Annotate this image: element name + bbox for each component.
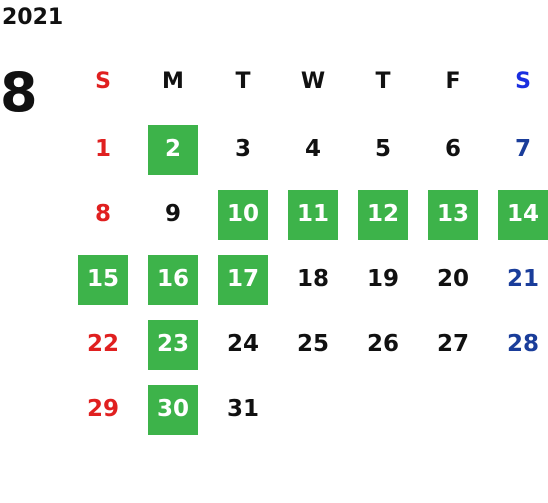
calendar-day-number: 28	[506, 331, 539, 357]
calendar-day-number: 11	[288, 189, 338, 240]
calendar-day-number	[498, 385, 548, 435]
calendar-day[interactable]: 20	[418, 247, 488, 312]
calendar-day-number: 5	[374, 136, 391, 162]
calendar-day[interactable]: 2	[138, 117, 208, 182]
calendar-day-number: 9	[164, 201, 181, 227]
calendar-day-number: 21	[506, 266, 539, 292]
calendar-day[interactable]: 11	[278, 182, 348, 247]
calendar-day[interactable]: 24	[208, 312, 278, 377]
calendar-month: 8	[0, 61, 38, 124]
calendar-day[interactable]: 15	[68, 247, 138, 312]
calendar-day[interactable]: 29	[68, 377, 138, 442]
weekday-mon: M	[162, 68, 184, 94]
calendar-day-number: 19	[366, 266, 399, 292]
calendar-day[interactable]: 25	[278, 312, 348, 377]
calendar-day	[418, 377, 488, 442]
calendar-day-number: 31	[226, 396, 259, 422]
calendar-day[interactable]: 26	[348, 312, 418, 377]
calendar-day[interactable]: 8	[68, 182, 138, 247]
weekday-tue: T	[235, 68, 251, 94]
calendar-day-number: 10	[218, 189, 268, 240]
calendar-day[interactable]: 18	[278, 247, 348, 312]
calendar-day[interactable]: 17	[208, 247, 278, 312]
calendar-day[interactable]: 9	[138, 182, 208, 247]
calendar-day-number: 29	[86, 396, 119, 422]
calendar-day-number: 4	[304, 136, 321, 162]
weekday-wed: W	[300, 68, 326, 94]
calendar-day[interactable]: 4	[278, 117, 348, 182]
calendar-day-number: 24	[226, 331, 259, 357]
calendar-day-number: 18	[296, 266, 329, 292]
calendar-day-number: 8	[94, 201, 111, 227]
calendar-day-number: 2	[148, 124, 198, 175]
calendar-day	[488, 377, 548, 442]
calendar-day-number: 13	[428, 189, 478, 240]
calendar-day-number: 15	[78, 254, 128, 305]
calendar-day	[348, 377, 418, 442]
calendar-day-number: 23	[148, 319, 198, 370]
calendar-day[interactable]: 30	[138, 377, 208, 442]
calendar-day[interactable]: 21	[488, 247, 548, 312]
calendar-day[interactable]: 27	[418, 312, 488, 377]
calendar-day-number: 16	[148, 254, 198, 305]
calendar-day-number: 3	[234, 136, 251, 162]
calendar-day-number: 17	[218, 254, 268, 305]
weekday-thu: T	[375, 68, 391, 94]
calendar-day	[278, 377, 348, 442]
weekday-sun: S	[95, 68, 111, 94]
calendar-day-number: 7	[514, 136, 531, 162]
calendar-day[interactable]: 7	[488, 117, 548, 182]
calendar-day[interactable]: 10	[208, 182, 278, 247]
calendar-day[interactable]: 22	[68, 312, 138, 377]
calendar-day-number	[428, 385, 478, 435]
calendar-day[interactable]: 5	[348, 117, 418, 182]
calendar-day-number: 1	[94, 136, 111, 162]
calendar-day[interactable]: 19	[348, 247, 418, 312]
calendar-day[interactable]: 16	[138, 247, 208, 312]
calendar-day[interactable]: 28	[488, 312, 548, 377]
calendar-day-number	[358, 385, 408, 435]
calendar-day[interactable]: 12	[348, 182, 418, 247]
calendar-day-number: 12	[358, 189, 408, 240]
calendar-day[interactable]: 14	[488, 182, 548, 247]
weekday-fri: F	[445, 68, 461, 94]
calendar-day-number: 6	[444, 136, 461, 162]
calendar-day[interactable]: 13	[418, 182, 488, 247]
calendar-day[interactable]: 23	[138, 312, 208, 377]
calendar-day-number: 25	[296, 331, 329, 357]
calendar-day-number: 22	[86, 331, 119, 357]
calendar-day-number: 26	[366, 331, 399, 357]
weekday-sat: S	[515, 68, 531, 94]
calendar-day-number: 27	[436, 331, 469, 357]
calendar-day-number: 20	[436, 266, 469, 292]
calendar-day-number: 30	[148, 384, 198, 435]
calendar-day-number	[288, 385, 338, 435]
calendar-day[interactable]: 3	[208, 117, 278, 182]
calendar-day[interactable]: 1	[68, 117, 138, 182]
calendar-day-number: 14	[498, 189, 548, 240]
calendar-day[interactable]: 6	[418, 117, 488, 182]
calendar-year: 2021	[2, 5, 64, 30]
calendar-day[interactable]: 31	[208, 377, 278, 442]
